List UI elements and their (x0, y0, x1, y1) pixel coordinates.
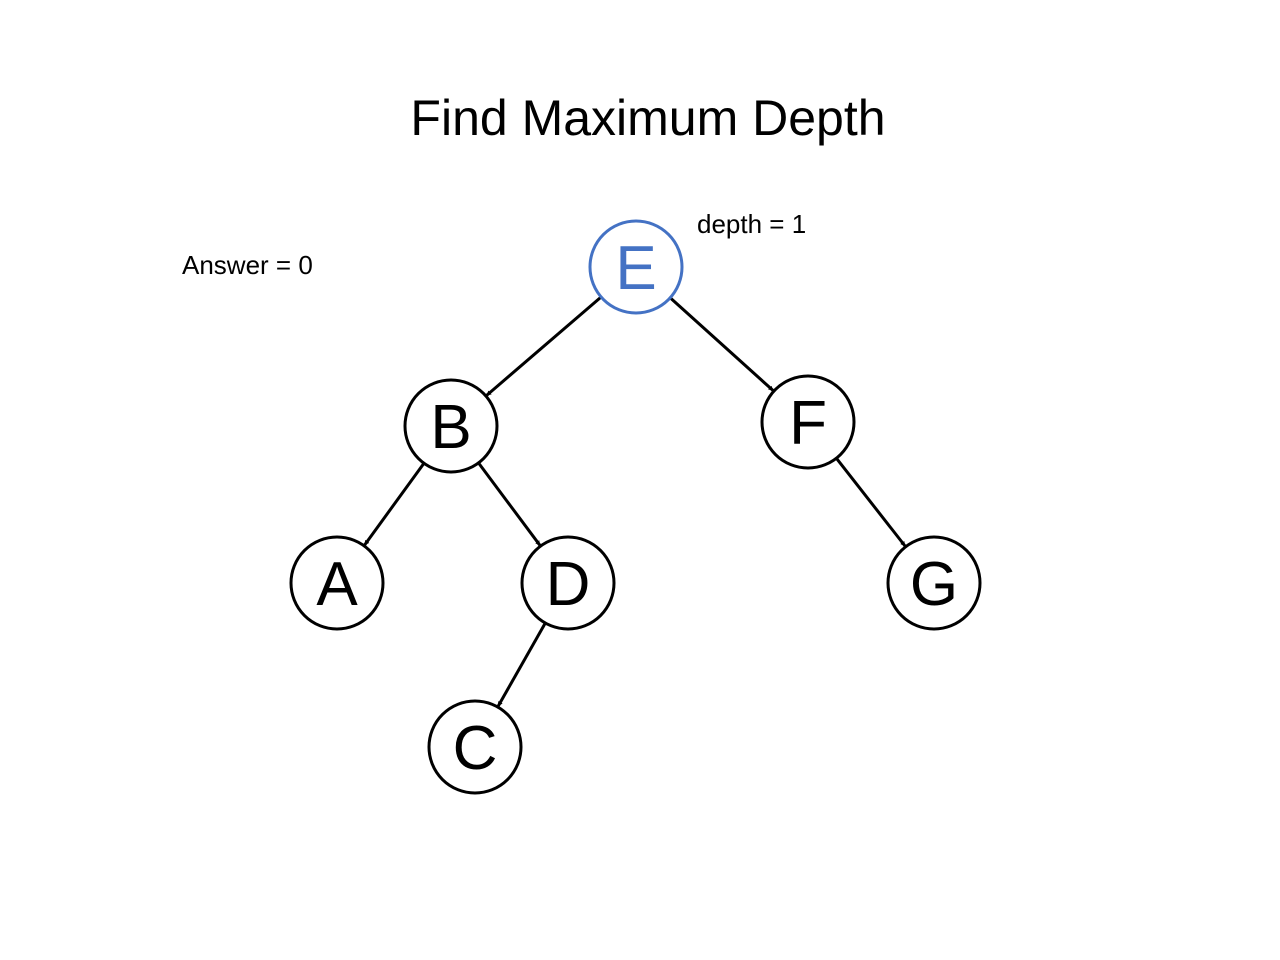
node-circle (760, 374, 856, 470)
tree-edges (363, 295, 907, 707)
node-label: D (546, 550, 591, 619)
node-c: C (427, 699, 523, 795)
depth-label: depth = 1 (697, 209, 807, 239)
answer-label: Answer = 0 (182, 250, 313, 280)
node-circle (403, 378, 499, 474)
edge-f-g (835, 457, 907, 547)
node-circle (289, 535, 385, 631)
edge-e-f (669, 296, 775, 392)
node-label: B (430, 393, 471, 462)
node-label: A (316, 550, 358, 619)
node-label: E (615, 234, 656, 303)
node-circle (520, 535, 616, 631)
edge-b-d (477, 461, 542, 547)
tree-nodes: E B F A D G C (289, 219, 982, 795)
node-d: D (520, 535, 616, 631)
node-circle (886, 535, 982, 631)
node-label: G (910, 550, 958, 619)
node-a: A (289, 535, 385, 631)
node-g: G (886, 535, 982, 631)
edge-d-c (496, 622, 547, 707)
node-e: E (588, 219, 684, 315)
edge-b-a (363, 462, 426, 546)
slide-title: Find Maximum Depth (410, 90, 886, 146)
node-b: B (403, 378, 499, 474)
node-circle (427, 699, 523, 795)
node-f: F (760, 374, 856, 470)
node-label: C (453, 714, 498, 783)
node-label: F (789, 389, 827, 458)
edge-e-b (485, 295, 603, 397)
node-circle (588, 219, 684, 315)
